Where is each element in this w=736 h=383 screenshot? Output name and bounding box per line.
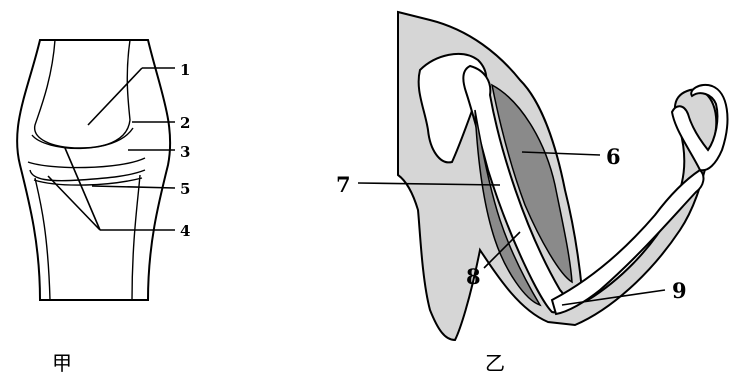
caption-jia: 甲: [52, 351, 72, 375]
label-1: 1: [180, 61, 190, 79]
knee-joint-diagram: 1 2 3 4 5 甲: [17, 40, 190, 375]
arm-muscle-diagram: 6 7 8 9 乙: [336, 12, 727, 375]
caption-yi: 乙: [485, 351, 505, 375]
label-9: 9: [672, 278, 687, 303]
label-2: 2: [180, 114, 190, 132]
joint-capsule: [17, 40, 170, 300]
label-8: 8: [466, 264, 481, 289]
label-7: 7: [336, 172, 351, 197]
label-5: 5: [180, 180, 190, 198]
label-3: 3: [180, 143, 190, 161]
label-6: 6: [606, 144, 621, 169]
label-4: 4: [180, 222, 190, 240]
